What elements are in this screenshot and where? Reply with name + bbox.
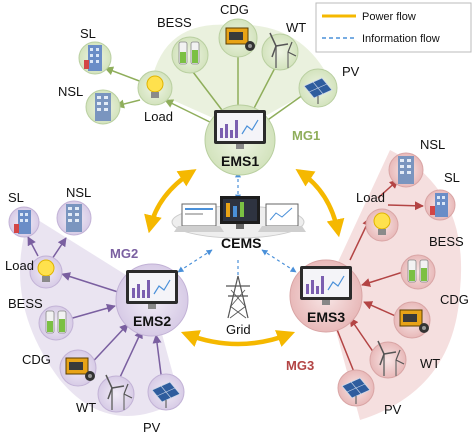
cems-label: CEMS: [221, 235, 261, 251]
mg1-bess-label: BESS: [157, 15, 192, 30]
laptop-icon: [174, 203, 224, 232]
battery-icon: [178, 41, 200, 65]
monitor-icon: [300, 266, 352, 305]
building-icon: [430, 193, 448, 217]
light-bulb-icon: [146, 75, 164, 98]
mg3-hub-label: EMS3: [307, 309, 345, 325]
mg1-hub-label: EMS1: [221, 153, 259, 169]
mg2-cdg-label: CDG: [22, 352, 51, 367]
mg2-ems-hub: EMS2: [115, 263, 189, 337]
transmission-tower-icon: [226, 275, 250, 319]
building-icon: [398, 156, 414, 184]
mg1-load-label: Load: [144, 109, 173, 124]
wind-turbine-icon: [269, 32, 297, 68]
mg3-cdg-node: [393, 301, 431, 339]
mg1-wt-node: [261, 32, 299, 71]
mg1-ems-hub: EMS1: [204, 104, 276, 176]
mg1-pv-node: [298, 68, 338, 108]
legend: Power flow Information flow: [315, 2, 472, 53]
mg3-title: MG3: [286, 358, 314, 373]
mg3-ems-hub: EMS3: [289, 259, 363, 333]
mg1-pv-label: PV: [342, 64, 360, 79]
wind-turbine-icon: [377, 340, 405, 376]
mg2-sl-label: SL: [8, 190, 24, 205]
grid-label: Grid: [226, 322, 251, 337]
mg3-fan: [325, 150, 462, 420]
power-flow-mg1-mg3: [295, 169, 345, 238]
wind-turbine-icon: [105, 374, 133, 410]
mg2-bess-node: [38, 305, 74, 341]
mg3-sl-label: SL: [444, 170, 460, 185]
mg3-nsl-label: NSL: [420, 137, 445, 152]
mg1-cdg-node: [218, 18, 258, 58]
monitor-icon: [214, 110, 266, 149]
mg1-sl-label: SL: [80, 26, 96, 41]
battery-icon: [45, 310, 67, 334]
mg1-wt-label: WT: [286, 20, 306, 35]
mg2-pv-label: PV: [143, 420, 161, 435]
mg3-load-node: [365, 208, 399, 242]
desktop-monitor-icon: [220, 196, 260, 229]
power-flow-mg2-mg3: [180, 330, 296, 347]
mg2-hub-label: EMS2: [133, 313, 171, 329]
info-flow-mg2: [177, 249, 213, 273]
generator-icon: [225, 27, 255, 51]
mg1-cdg-label: CDG: [220, 2, 249, 17]
mg3-sl-node: [424, 189, 456, 221]
mg1-title: MG1: [292, 128, 320, 143]
mg2-nsl-label: NSL: [66, 185, 91, 200]
mg2-cdg-node: [59, 349, 97, 387]
mg3-wt-label: WT: [420, 356, 440, 371]
mg2-wt-node: [97, 374, 135, 413]
mg3-bess-node: [400, 254, 436, 290]
legend-information-flow: Information flow: [362, 33, 440, 45]
light-bulb-icon: [373, 212, 391, 235]
mg3-bess-label: BESS: [429, 234, 464, 249]
mg1-nsl-label: NSL: [58, 84, 83, 99]
power-flow-mg1-mg2: [144, 169, 197, 234]
mg1-sl-node: [78, 41, 112, 75]
mg2-sl-node: [8, 206, 40, 238]
solar-panel-icon: [303, 77, 333, 104]
mg3-cdg-label: CDG: [440, 292, 469, 307]
monitor-icon: [126, 270, 178, 309]
mg2-title: MG2: [110, 246, 138, 261]
solar-panel-icon: [341, 377, 371, 404]
mg2-wt-label: WT: [76, 400, 96, 415]
laptop-icon: [258, 203, 306, 232]
mg3-pv-node: [337, 369, 375, 407]
mg2-load-label: Load: [5, 258, 34, 273]
building-icon: [95, 93, 111, 121]
solar-panel-icon: [151, 381, 181, 408]
mg2-pv-node: [147, 373, 185, 411]
mg1-nsl-node: [85, 89, 121, 125]
generator-icon: [399, 309, 429, 333]
mg1-bess-node: [171, 36, 209, 74]
building-icon: [14, 210, 31, 234]
mg3-wt-node: [369, 340, 407, 379]
mg1-load-node: [137, 70, 173, 106]
info-flow-mg3: [261, 249, 297, 273]
mg2-bess-label: BESS: [8, 296, 43, 311]
mg3-load-label: Load: [356, 190, 385, 205]
legend-power-flow: Power flow: [362, 11, 416, 23]
mg2-load-node: [29, 255, 63, 289]
mg3-nsl-node: [388, 152, 424, 188]
generator-icon: [65, 357, 95, 381]
mg3-pv-label: PV: [384, 402, 402, 417]
battery-icon: [407, 259, 429, 283]
mg2-nsl-node: [56, 200, 92, 236]
building-icon: [84, 45, 102, 71]
building-icon: [66, 204, 82, 232]
cems-node: CEMS: [171, 196, 306, 251]
light-bulb-icon: [37, 259, 55, 282]
